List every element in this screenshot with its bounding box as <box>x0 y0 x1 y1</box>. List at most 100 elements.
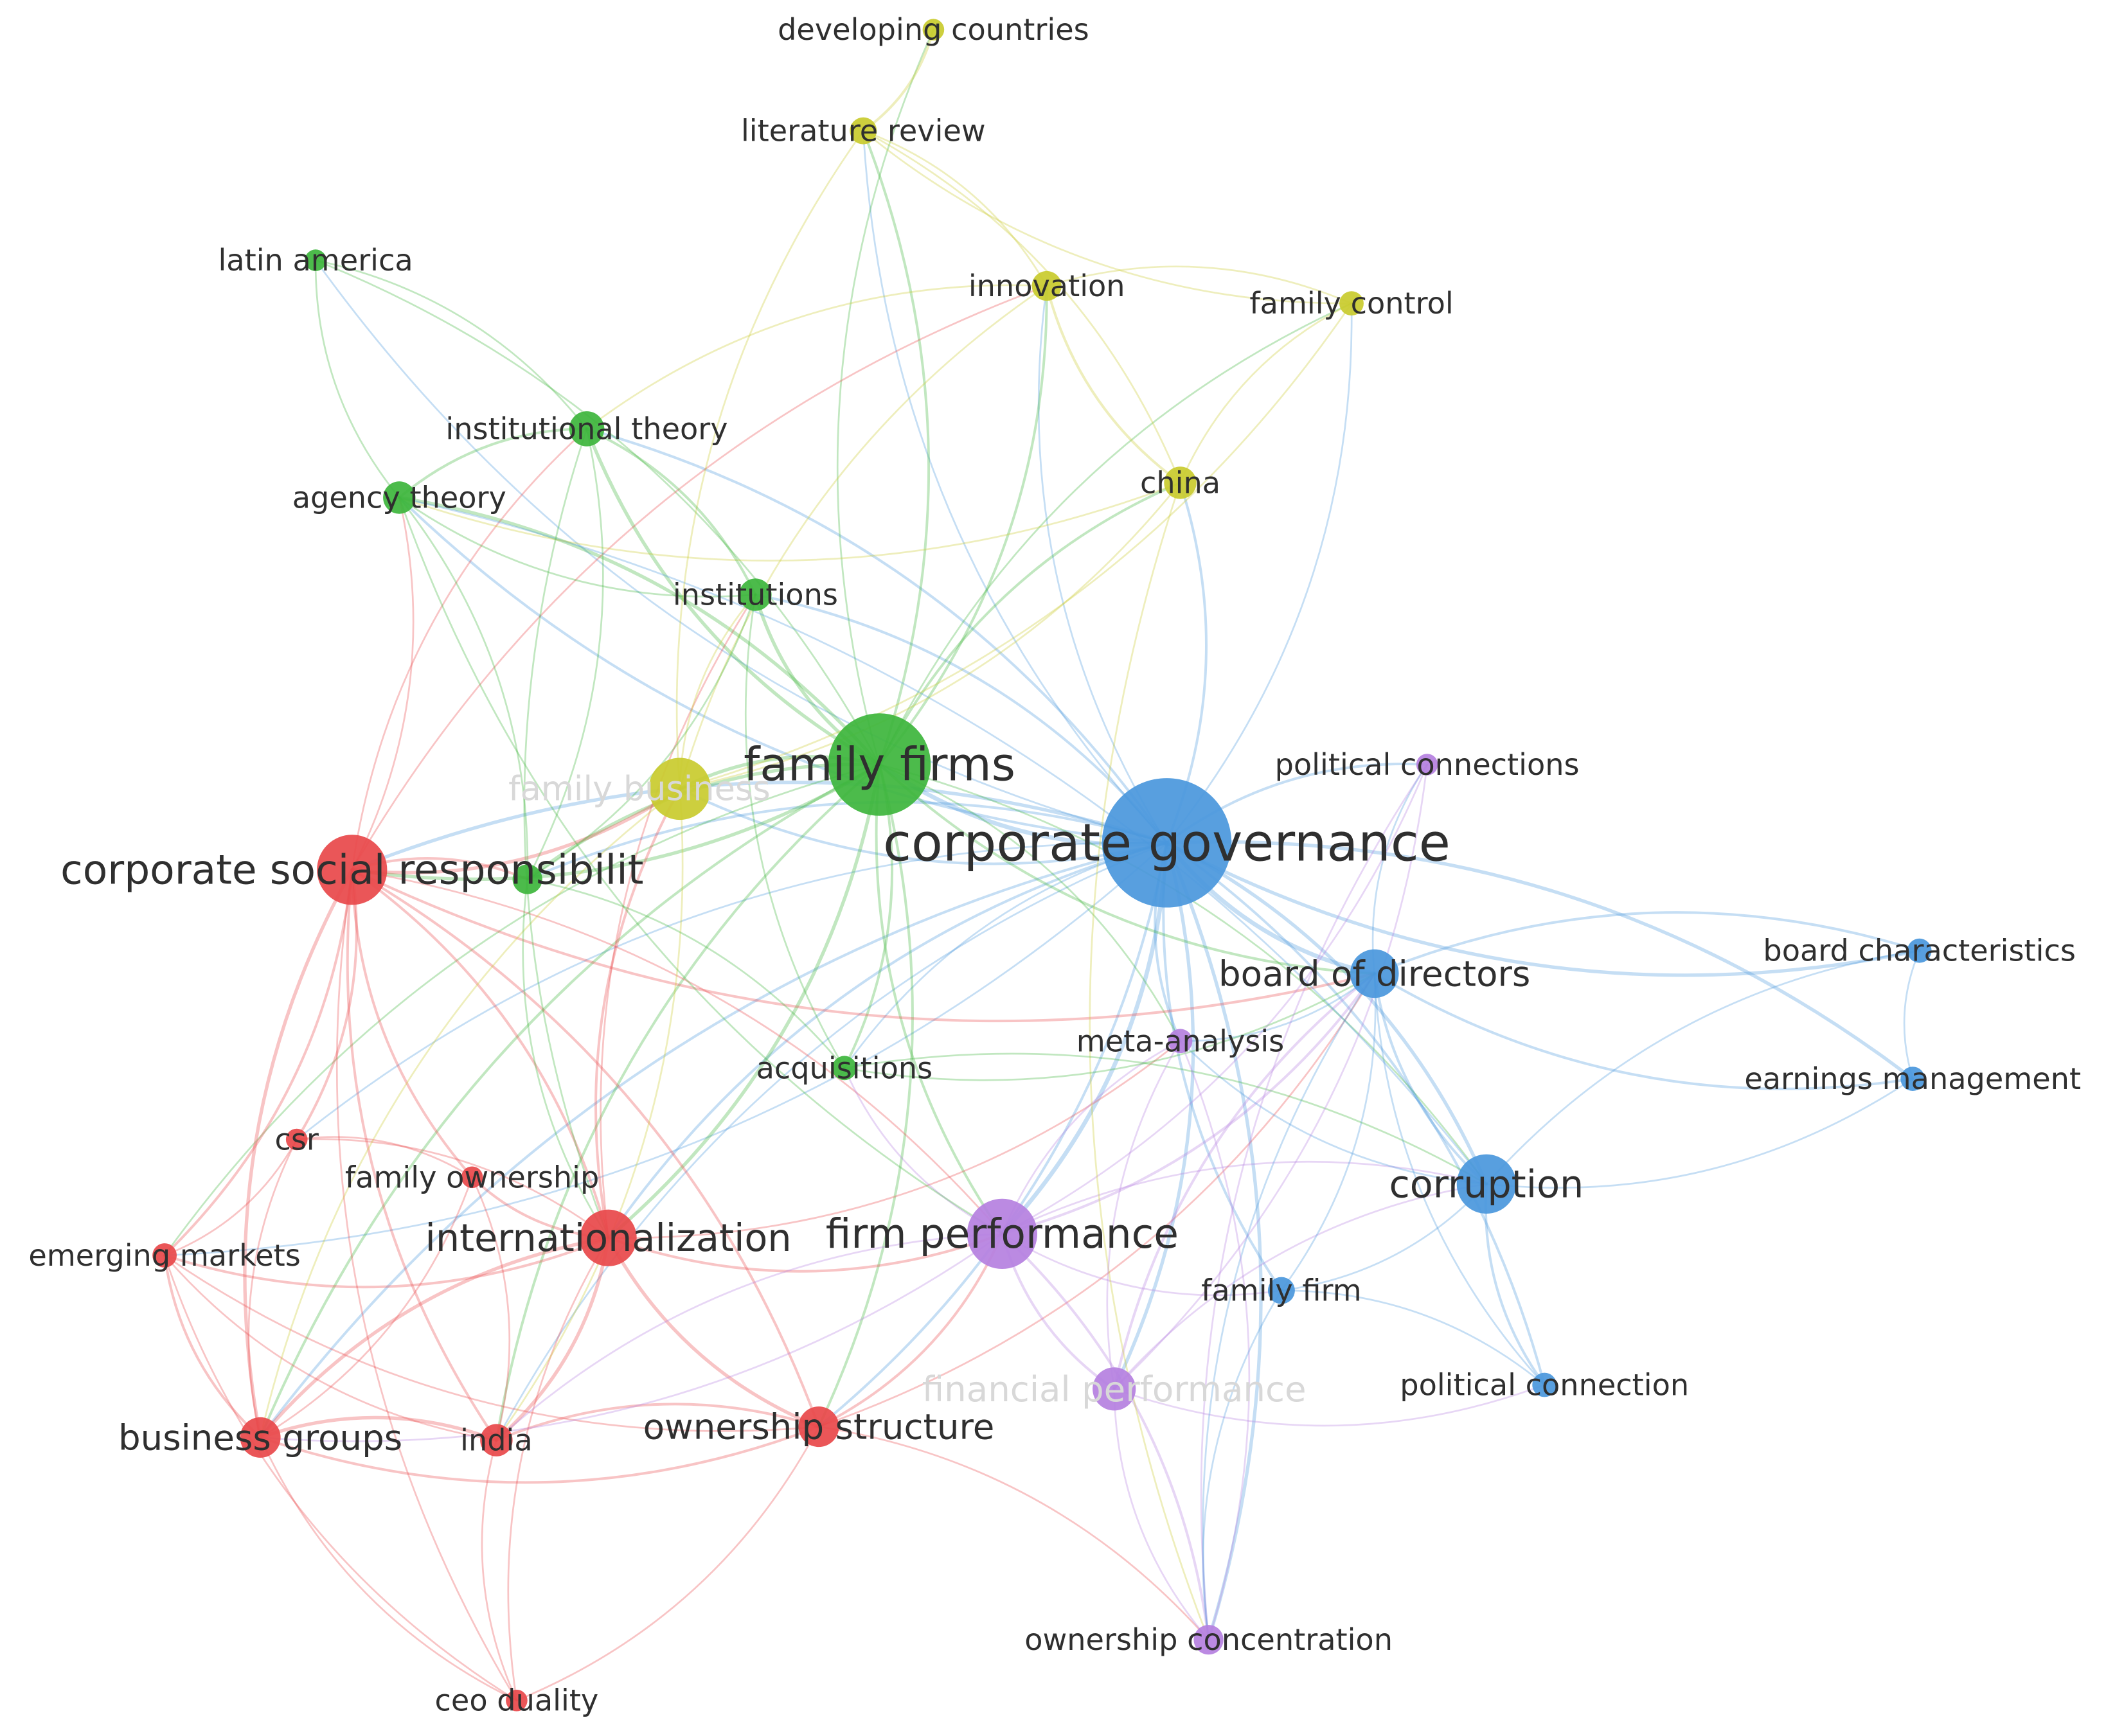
node-firm-performance[interactable] <box>967 1198 1037 1269</box>
edge-acquisitions-to-board-of-directors <box>843 973 1376 1081</box>
node-earnings-management[interactable] <box>1900 1067 1925 1091</box>
node-internationalization[interactable] <box>580 1209 637 1266</box>
edge-family-firms-to-institutional-theory <box>585 427 882 766</box>
edge-ownership-structure-to-emerging-markets <box>163 1254 820 1432</box>
edge-corporate-governance-to-csr <box>296 842 1168 1140</box>
edge-business-groups-to-family-ownership <box>259 1176 473 1439</box>
node-family-firms[interactable] <box>828 713 931 816</box>
edge-corporate-social-responsibility-to-family-ownership <box>350 868 474 1179</box>
node-developing-countries[interactable] <box>922 19 945 40</box>
label-meta-analysis: meta-analysis <box>1076 1023 1285 1058</box>
edge-ceo-duality-to-emerging-markets <box>163 1254 518 1702</box>
edge-innovation-to-institutional-theory <box>585 284 1048 430</box>
node-corporate-governance[interactable] <box>1102 778 1232 908</box>
node-institutions[interactable] <box>739 578 772 611</box>
edge-family-firms-to-literature-review <box>862 129 931 766</box>
edge-family-business-to-business-groups <box>259 788 681 1439</box>
node-board-of-directors[interactable] <box>1350 949 1399 998</box>
edge-institutional-theory-to-latin-america <box>314 259 588 430</box>
edge-family-firm-to-ownership-concentration <box>1202 1289 1283 1641</box>
node-institutional-theory[interactable] <box>569 411 605 447</box>
label-internationalization: internationalization <box>425 1216 792 1260</box>
edge-innovation-to-china <box>1045 285 1182 484</box>
edge-corporate-social-responsibility-to-innovation <box>351 285 1048 871</box>
node-meta-analysis[interactable] <box>1168 1029 1193 1054</box>
edge-institutional-theory-to-green-node <box>526 428 604 880</box>
node-corruption[interactable] <box>1456 1154 1517 1214</box>
label-ceo-duality: ceo duality <box>435 1683 599 1718</box>
edge-firm-performance-to-corruption <box>1001 1160 1488 1235</box>
node-family-business[interactable] <box>648 757 711 820</box>
edge-financial-performance-to-political-connection <box>1113 1384 1546 1427</box>
edge-china-to-family-control <box>1179 302 1353 484</box>
label-board-of-directors: board of directors <box>1218 953 1530 994</box>
edge-family-firms-to-developing-countries <box>836 28 934 766</box>
node-board-characteristics[interactable] <box>1907 938 1932 963</box>
edge-board-of-directors-to-ownership-concentration <box>1202 973 1376 1641</box>
edge-board-of-directors-to-political-connections <box>1371 763 1428 975</box>
edge-family-firms-to-business-groups <box>259 763 881 1439</box>
label-ownership-concentration: ownership concentration <box>1024 1622 1393 1657</box>
edge-family-business-to-china <box>679 482 1181 790</box>
edge-institutional-theory-to-agency-theory <box>398 427 588 499</box>
edge-corporate-governance-to-green-node <box>526 801 1168 881</box>
edge-board-of-directors-to-family-firm <box>1280 973 1377 1291</box>
edge-literature-review-to-innovation <box>862 130 1048 287</box>
node-family-firm[interactable] <box>1267 1277 1295 1304</box>
edge-business-groups-to-csr <box>247 1138 298 1439</box>
node-latin-america[interactable] <box>305 249 326 271</box>
label-family-firms: family firms <box>744 738 1015 792</box>
node-agency-theory[interactable] <box>383 481 416 514</box>
edge-corruption-to-family-firm <box>1280 1183 1488 1291</box>
node-acquisitions[interactable] <box>832 1056 857 1081</box>
node-business-groups[interactable] <box>240 1417 281 1458</box>
edge-corporate-governance-to-literature-review <box>862 130 1168 844</box>
node-ownership-structure[interactable] <box>798 1406 839 1448</box>
node-political-connection[interactable] <box>1532 1372 1557 1397</box>
edge-board-of-directors-to-political-connection <box>1373 973 1546 1386</box>
edge-corruption-to-earnings-management <box>1485 1077 1914 1189</box>
edge-corporate-governance-to-family-business <box>678 787 1168 865</box>
edge-layer <box>163 28 1922 1702</box>
edge-corruption-to-board-characteristics <box>1485 950 1921 1185</box>
node-family-ownership[interactable] <box>461 1166 483 1189</box>
edge-corporate-social-responsibility-to-internationalization <box>350 868 610 1239</box>
node-emerging-markets[interactable] <box>152 1243 177 1268</box>
label-innovation: innovation <box>968 269 1125 303</box>
edge-india-to-emerging-markets <box>163 1254 497 1441</box>
node-political-connections[interactable] <box>1416 754 1438 775</box>
node-layer <box>152 19 1932 1712</box>
node-ownership-concentration[interactable] <box>1193 1625 1224 1655</box>
label-china: china <box>1140 465 1220 500</box>
edge-corporate-social-responsibility-to-emerging-markets <box>163 868 353 1257</box>
node-china[interactable] <box>1164 466 1197 499</box>
edge-board-of-directors-to-board-characteristics <box>1373 911 1921 975</box>
edge-corporate-governance-to-political-connection <box>1165 841 1546 1386</box>
edge-institutions-to-green-node <box>526 594 756 880</box>
node-family-control[interactable] <box>1339 291 1364 316</box>
node-green-node[interactable] <box>512 864 542 894</box>
node-india[interactable] <box>480 1424 513 1457</box>
node-csr[interactable] <box>285 1128 308 1151</box>
edge-financial-performance-to-corruption <box>1113 1183 1488 1390</box>
node-literature-review[interactable] <box>850 117 877 145</box>
label-ownership-structure: ownership structure <box>643 1406 995 1448</box>
edge-family-firms-to-emerging-markets <box>163 763 880 1257</box>
label-csr: csr <box>274 1122 318 1157</box>
edge-ownership-structure-to-board-of-directors <box>817 973 1376 1428</box>
edge-ownership-structure-to-ownership-concentration <box>817 1426 1209 1641</box>
label-literature-review: literature review <box>741 114 986 148</box>
edge-internationalization-to-business-groups <box>258 1236 611 1440</box>
node-ceo-duality[interactable] <box>506 1689 528 1712</box>
node-innovation[interactable] <box>1031 270 1062 301</box>
node-corporate-social-responsibility[interactable] <box>317 835 388 905</box>
node-financial-performance[interactable] <box>1093 1367 1136 1411</box>
edge-family-firms-to-latin-america <box>314 259 880 766</box>
edge-family-firm-to-political-connection <box>1280 1289 1546 1386</box>
edge-family-firms-to-innovation <box>878 285 1048 766</box>
edge-corporate-social-responsibility-to-agency-theory <box>351 497 415 871</box>
label-institutions: institutions <box>673 578 838 612</box>
edge-political-connections-to-financial-performance <box>1113 763 1428 1390</box>
label-family-control: family control <box>1249 286 1453 321</box>
